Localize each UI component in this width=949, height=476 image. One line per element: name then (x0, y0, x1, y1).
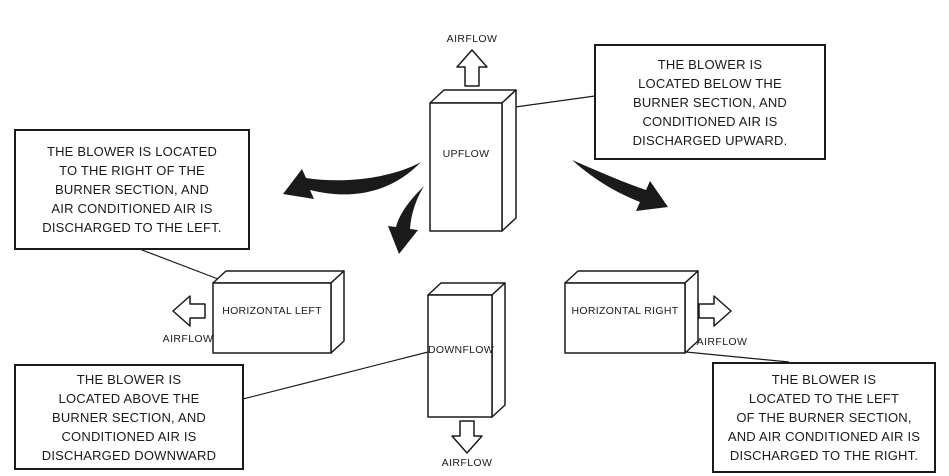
callout-downflow-line-1: THE BLOWER IS (76, 371, 182, 387)
airflow-down-arrow-icon (451, 420, 483, 454)
callout-upflow: THE BLOWER IS LOCATED BELOW THE BURNER S… (594, 44, 826, 160)
callout-horizontal-right: THE BLOWER IS LOCATED TO THE LEFT OF THE… (712, 362, 936, 473)
airflow-caption-downflow: AIRFLOW (441, 457, 493, 469)
callout-horizontal-right-line-4: AND AIR CONDITIONED AIR IS (727, 429, 921, 444)
connector-line-downflow (238, 351, 429, 401)
airflow-up-arrow-icon (456, 49, 488, 87)
callout-upflow-line-5: DISCHARGED UPWARD. (632, 132, 788, 148)
airflow-caption-horizontal-left: AIRFLOW (162, 333, 214, 345)
downflow-unit-front-face (427, 294, 493, 418)
callout-upflow-line-1: THE BLOWER IS (657, 56, 763, 72)
airflow-right-arrow-icon (698, 295, 732, 327)
callout-horizontal-left: THE BLOWER IS LOCATED TO THE RIGHT OF TH… (14, 129, 250, 250)
horizontal-left-unit-label: HORIZONTAL LEFT (222, 305, 322, 317)
horizontal-right-unit-top-face (564, 270, 699, 284)
horizontal-left-unit-front-face (212, 282, 332, 354)
airflow-caption-upflow: AIRFLOW (446, 33, 498, 45)
horizontal-left-unit-top-face (212, 270, 345, 284)
callout-downflow-line-2: LOCATED ABOVE THE (58, 390, 200, 406)
swoosh-arrow-left-icon (283, 162, 421, 199)
callout-horizontal-left-line-3: BURNER SECTION, AND (54, 182, 210, 197)
callout-upflow-line-2: LOCATED BELOW THE (638, 75, 782, 91)
upflow-unit-side-face (501, 89, 517, 232)
horizontal-right-unit-front-face (564, 282, 686, 354)
connector-line-horizontal-left (128, 244, 219, 280)
upflow-unit-label: UPFLOW (442, 148, 490, 160)
downflow-unit-box (427, 282, 506, 418)
horizontal-right-unit-box (564, 270, 699, 354)
callout-horizontal-right-line-5: DISCHARGED TO THE RIGHT. (729, 448, 919, 463)
callout-horizontal-left-line-5: DISCHARGED TO THE LEFT. (42, 220, 222, 235)
callout-downflow: THE BLOWER IS LOCATED ABOVE THE BURNER S… (14, 364, 244, 470)
upflow-unit-front-face (429, 102, 503, 232)
callout-upflow-line-4: CONDITIONED AIR IS (642, 113, 778, 129)
horizontal-right-unit-label: HORIZONTAL RIGHT (571, 305, 679, 317)
callout-horizontal-left-line-4: AIR CONDITIONED AIR IS (51, 201, 213, 216)
callout-horizontal-right-line-1: THE BLOWER IS (771, 372, 877, 387)
horizontal-left-unit-box (212, 270, 345, 354)
upflow-unit-box (429, 89, 517, 232)
swoosh-arrow-down-icon (388, 186, 424, 254)
horizontal-left-unit-side-face (330, 270, 345, 354)
callout-upflow-line-3: BURNER SECTION, AND (632, 94, 788, 110)
swoosh-arrow-right-icon (572, 160, 668, 211)
callout-horizontal-left-line-2: TO THE RIGHT OF THE (59, 163, 205, 178)
callout-downflow-line-4: CONDITIONED AIR IS (61, 428, 197, 444)
downflow-unit-label: DOWNFLOW (428, 344, 494, 356)
connector-line-upflow (507, 95, 596, 109)
connector-line-horizontal-right (685, 351, 790, 363)
callout-downflow-line-5: DISCHARGED DOWNWARD (41, 447, 217, 463)
callout-horizontal-right-line-3: OF THE BURNER SECTION, (736, 410, 912, 425)
airflow-caption-horizontal-right: AIRFLOW (696, 336, 748, 348)
airflow-left-arrow-icon (172, 295, 206, 327)
callout-downflow-line-3: BURNER SECTION, AND (51, 409, 207, 425)
callout-horizontal-right-line-2: LOCATED TO THE LEFT (748, 391, 900, 406)
callout-horizontal-left-line-1: THE BLOWER IS LOCATED (46, 144, 218, 159)
